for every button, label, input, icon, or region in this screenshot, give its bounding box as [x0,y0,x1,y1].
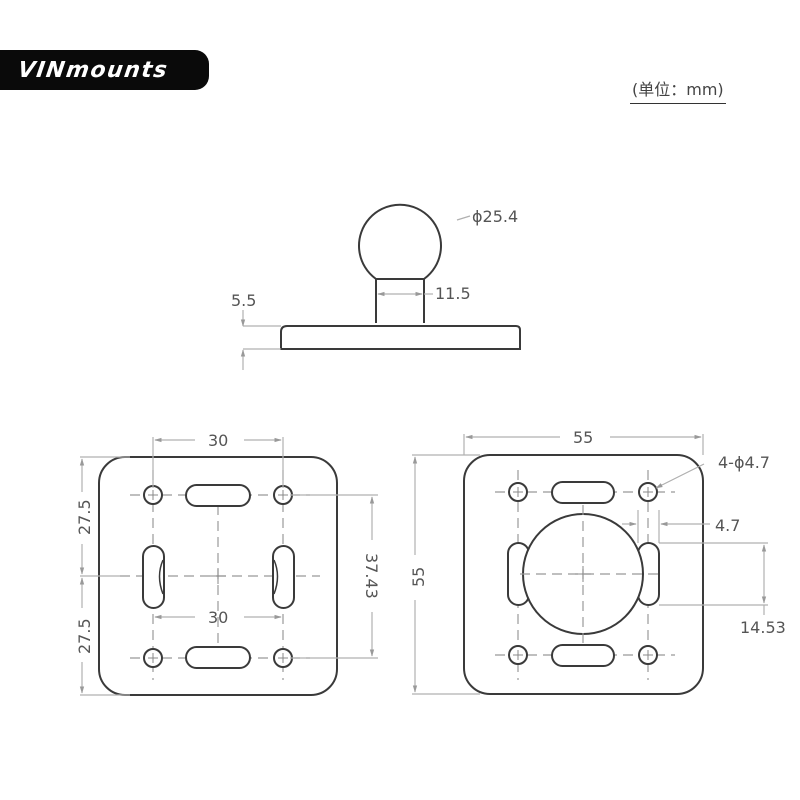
base-plate [280,325,521,350]
left-lower-height-label: 27.5 [75,618,94,654]
right-plate-dimensions [412,434,768,695]
right-plate [463,454,704,695]
right-height-label: 55 [409,567,428,587]
unit-label: (单位：mm) [630,76,726,104]
base-thickness-label: 5.5 [231,291,256,310]
slot-width-label: 4.7 [715,516,740,535]
brand-logo: VINmounts [0,50,209,90]
neck-width-label: 11.5 [435,284,471,303]
ball-diameter-label: ϕ25.4 [472,207,518,226]
left-plate [98,456,338,696]
ball [358,203,442,280]
side-view [280,203,521,350]
left-middle-spacing-label: 30 [208,608,228,627]
right-width-label: 55 [573,428,593,447]
left-vertical-spacing-label: 37.43 [362,553,381,599]
slot-length-label: 14.53 [740,618,786,637]
left-top-spacing-label: 30 [208,431,228,450]
left-plate-dimensions [79,437,378,696]
side-view-dimensions [240,215,471,370]
hole-spec-label: 4-ϕ4.7 [718,453,770,472]
left-upper-height-label: 27.5 [75,499,94,535]
